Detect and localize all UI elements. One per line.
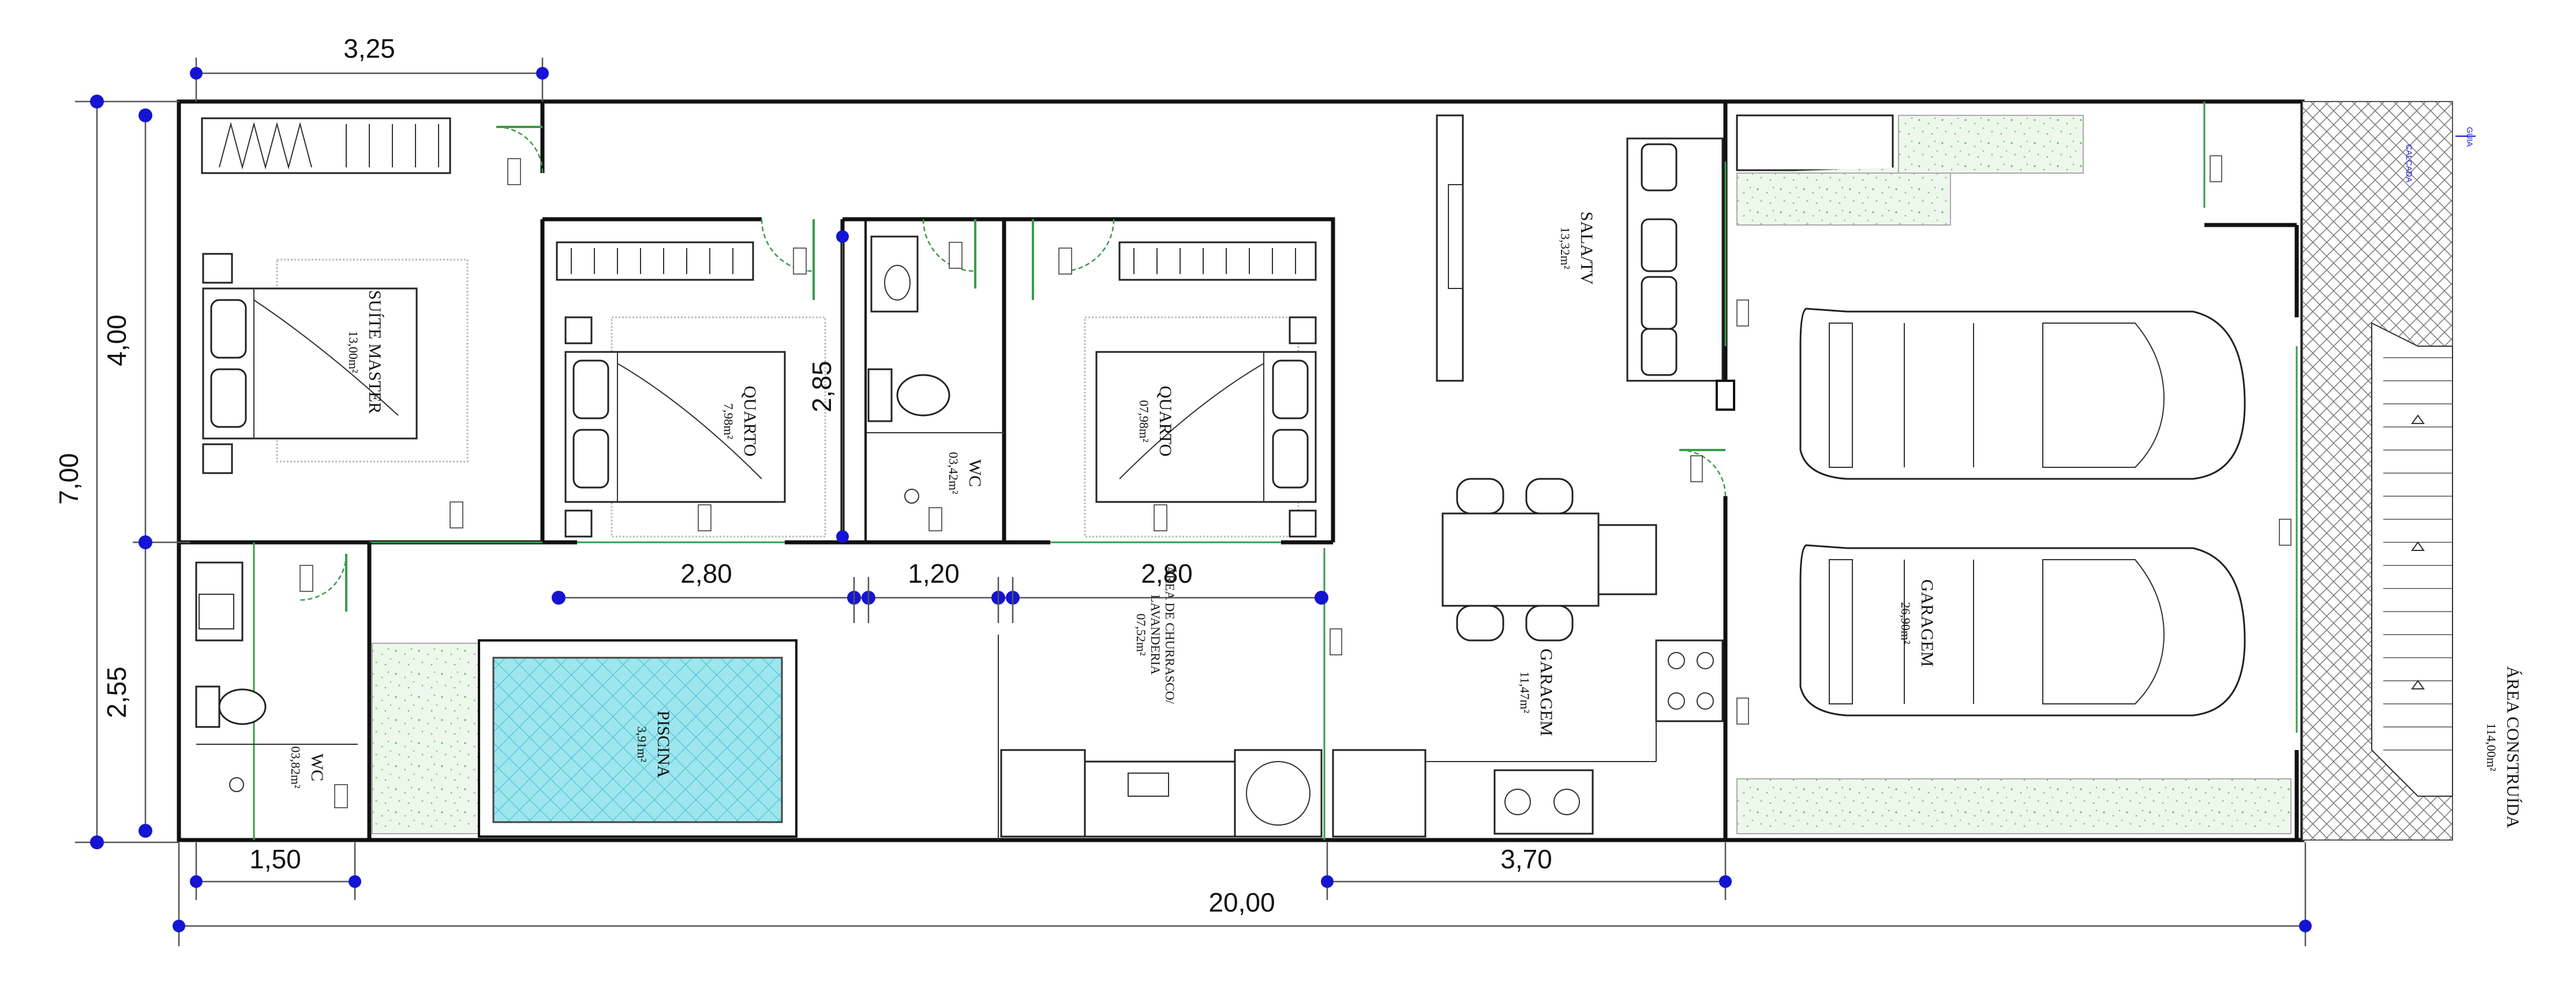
dim-mid-3: 2,80 bbox=[1141, 558, 1193, 588]
dim-left-lower: 2,55 bbox=[102, 666, 132, 718]
suite-area: 13,00m² bbox=[346, 331, 361, 373]
room-suite-master: SUÍTE MASTER 13,00m² bbox=[179, 102, 545, 545]
dimensions: 3,25 7,00 4,00 2,55 2,85 2,80 1,20 2,8 bbox=[54, 33, 2312, 946]
churrasco-area: 07,52m² bbox=[1134, 613, 1148, 656]
dim-mid-1: 2,80 bbox=[680, 558, 732, 588]
garagem-small-name: GARAGEM bbox=[1537, 648, 1556, 736]
wc1-area: 03,42m² bbox=[946, 452, 961, 494]
car-icon bbox=[1799, 544, 2246, 717]
garagem-name: GARAGEM bbox=[1918, 579, 1937, 667]
dim-room-height: 2,85 bbox=[807, 361, 837, 413]
room-garagem: GARAGEM 26,90m² bbox=[1736, 102, 2299, 840]
dim-mid-2: 1,20 bbox=[908, 558, 960, 588]
dim-left-total: 7,00 bbox=[54, 453, 84, 505]
room-wc-1: WC 03,42m² bbox=[843, 217, 1006, 545]
room-sala: SALA/TV 13,32m² GARAGEM 11,47m² bbox=[1332, 102, 1749, 840]
room-quarto-2: QUARTO 07,98m² bbox=[1004, 217, 1335, 545]
garagem-area: 26,90m² bbox=[1899, 602, 1913, 644]
sala-name: SALA/TV bbox=[1577, 212, 1596, 285]
lavanderia-name: LAVANDERIA bbox=[1148, 595, 1163, 675]
wc1-name: WC bbox=[965, 459, 984, 487]
garagem-small-area: 11,47m² bbox=[1518, 672, 1532, 714]
dim-left-upper: 4,00 bbox=[102, 314, 132, 366]
churrasco-name: ÁREA DE CHURRASCO/ bbox=[1163, 565, 1177, 704]
suite-name: SUÍTE MASTER bbox=[365, 290, 384, 414]
piscina-name: PISCINA bbox=[654, 711, 673, 778]
sala-area: 13,32m² bbox=[1558, 227, 1572, 269]
sidewalk: CALÇADA GUIA bbox=[2302, 101, 2476, 841]
pool-area: PISCINA 3,91m² bbox=[372, 639, 797, 838]
dim-bottom-mid: 3,70 bbox=[1500, 844, 1552, 874]
area-construida-name: ÁREA CONSTRUÍDA bbox=[2503, 666, 2522, 828]
dim-bottom-total: 20,00 bbox=[1208, 887, 1275, 917]
wc2-name: WC bbox=[308, 753, 327, 781]
quarto2-area: 07,98m² bbox=[1137, 400, 1151, 443]
quarto1-name: QUARTO bbox=[740, 386, 759, 457]
room-wc-2: WC 03,82m² bbox=[195, 542, 372, 840]
dim-bottom-left: 1,50 bbox=[249, 844, 301, 874]
guia-label: GUIA bbox=[2465, 127, 2474, 147]
piscina-area: 3,91m² bbox=[635, 726, 649, 763]
car-icon bbox=[1799, 308, 2246, 480]
dim-top-width: 3,25 bbox=[343, 33, 395, 63]
area-construida-area: 114,00m² bbox=[2484, 723, 2499, 771]
quarto2-name: QUARTO bbox=[1156, 386, 1175, 457]
room-quarto-1: QUARTO 7,98m² bbox=[542, 217, 845, 545]
quarto1-area: 7,98m² bbox=[721, 403, 736, 440]
calcada-label: CALÇADA bbox=[2405, 144, 2414, 183]
area-churrasco: ÁREA DE CHURRASCO/ LAVANDERIA 07,52m² bbox=[998, 548, 1342, 840]
wc2-area: 03,82m² bbox=[289, 746, 303, 789]
